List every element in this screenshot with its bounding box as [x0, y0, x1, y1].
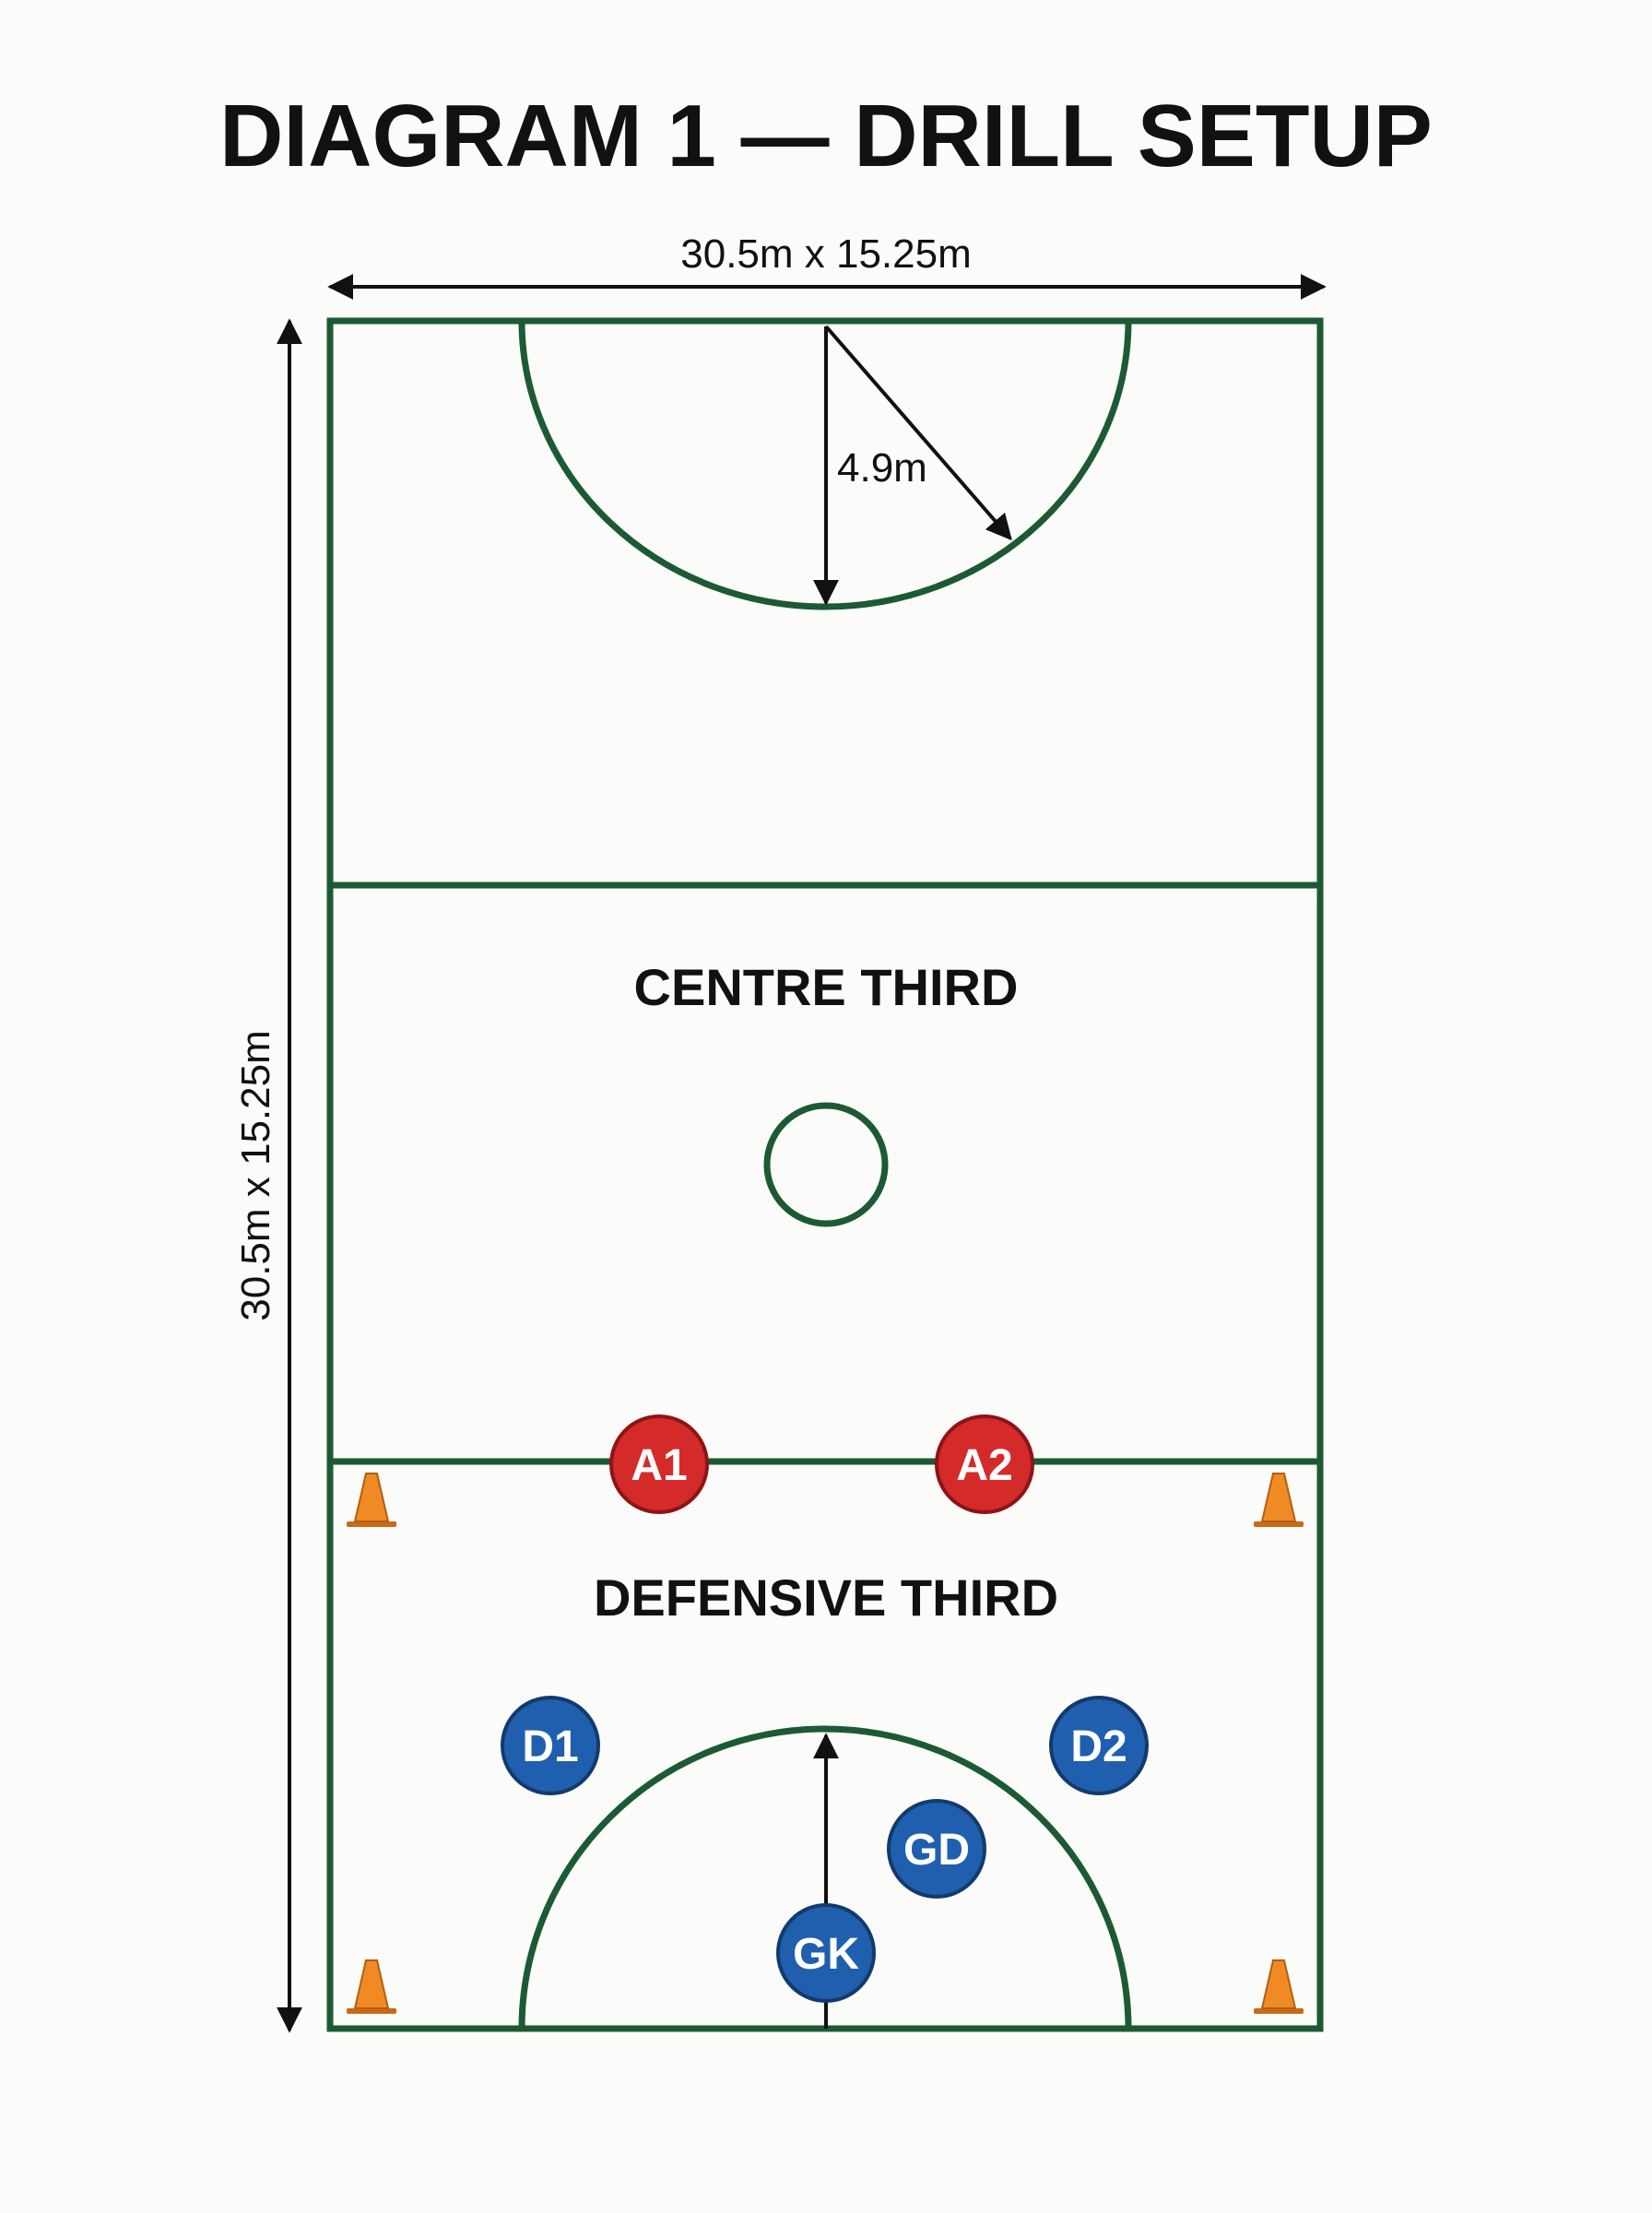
centre-third-label: CENTRE THIRD: [634, 958, 1019, 1016]
player-marker-d1: D1: [501, 1696, 600, 1795]
player-marker-gk: GK: [776, 1903, 876, 2003]
radius-label: 4.9m: [837, 445, 927, 491]
player-marker-a1: A1: [609, 1414, 709, 1514]
player-label: A1: [631, 1441, 687, 1490]
training-cone-icon: [347, 1959, 396, 2014]
player-marker-d2: D2: [1049, 1696, 1149, 1795]
player-marker-a2: A2: [935, 1414, 1034, 1514]
bottom-goal-circle: [518, 1725, 1132, 2030]
training-cone-icon: [347, 1473, 396, 1527]
player-label: GK: [793, 1930, 859, 1979]
training-cone-icon: [1254, 1473, 1304, 1527]
player-label: A2: [956, 1441, 1012, 1490]
defensive-third-label: DEFENSIVE THIRD: [594, 1568, 1058, 1627]
radius-diagonal-arrow: [824, 325, 1012, 541]
top-goal-circle: [518, 320, 1132, 610]
width-dimension-label: 30.5m x 15.25m: [680, 231, 972, 277]
height-dimension-label: 30.5m x 15.25m: [233, 1030, 278, 1321]
player-label: GD: [903, 1826, 970, 1875]
centre-circle: [763, 1102, 889, 1227]
player-label: D1: [522, 1722, 578, 1771]
player-marker-gd: GD: [887, 1799, 986, 1899]
player-label: D2: [1070, 1722, 1127, 1771]
diagram-title: DIAGRAM 1 — DRILL SETUP: [219, 87, 1433, 185]
training-cone-icon: [1254, 1959, 1304, 2014]
